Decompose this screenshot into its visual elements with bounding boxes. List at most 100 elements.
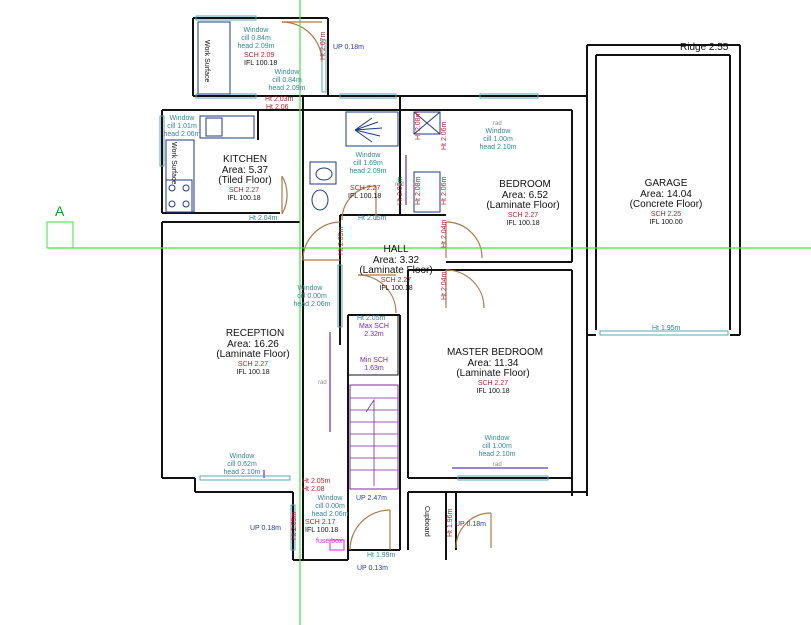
reception-area: Area: 16.26 <box>227 339 279 350</box>
ht-199: Ht 1.99m <box>367 552 396 559</box>
ht-208-b: Ht 2.08m <box>415 111 422 140</box>
window-reception-sill: cill 0.62m <box>227 461 257 468</box>
window-porch-sill: cill 0.00m <box>315 503 345 510</box>
kitchen-ifl: IFL 100.18 <box>227 195 260 202</box>
ht-porch1: Ht 2.05m <box>302 478 331 485</box>
fixtures <box>165 21 441 213</box>
room-bedroom: BEDROOM Area: 6.52 (Laminate Floor) SCH … <box>486 179 559 227</box>
garage-ridge-label: Ridge 2.55 <box>680 42 729 53</box>
master-floor: (Laminate Floor) <box>456 368 529 379</box>
window-porch-label: Window <box>318 495 344 502</box>
fuse-box-icon <box>329 539 345 551</box>
garage-area: Area: 14.04 <box>640 189 692 200</box>
ht-205-h: Ht 2.05m <box>338 226 345 255</box>
window-utility1-sill: cill 0.84m <box>241 35 271 42</box>
kitchen-sch: SCH 2.27 <box>229 187 259 194</box>
radiators <box>263 155 548 478</box>
master-sch: SCH 2.27 <box>478 380 508 387</box>
master-ifl: IFL 100.18 <box>476 388 509 395</box>
min-sch-label: Min SCH <box>360 357 388 364</box>
garage-name: GARAGE <box>645 178 688 189</box>
porch-ifl: IFL 100.18 <box>305 527 338 534</box>
rad-label-bedroom: rad <box>493 121 502 127</box>
window-kitchen-sill: cill 1.01m <box>167 123 197 130</box>
kitchen-area: Area: 5.37 <box>222 165 269 176</box>
up-013: UP 0.13m <box>357 565 388 572</box>
up-018-utility: UP 0.18m <box>333 44 364 51</box>
window-utility2-sill: cill 0.84m <box>272 77 302 84</box>
window-bedroom-head: head 2.10m <box>480 144 517 151</box>
window-utility2-head: head 2.09m <box>269 85 306 92</box>
kitchen-name: KITCHEN <box>223 154 267 165</box>
up-247: UP 2.47m <box>356 495 387 502</box>
porch-sch: SCH 2.17 <box>305 519 335 526</box>
room-garage: GARAGE Area: 14.04 (Concrete Floor) SCH … <box>630 178 703 226</box>
hall-sch: SCH 2.27 <box>381 277 411 284</box>
section-marker-label: A <box>55 203 65 219</box>
window-bathroom-sill: cill 1.69m <box>353 160 383 167</box>
window-reception-head: head 2.10m <box>224 469 261 476</box>
cupboard-label: Cupboard <box>423 506 430 537</box>
window-bedroom-label: Window <box>486 128 512 135</box>
staircase <box>347 314 399 490</box>
walls <box>161 17 741 561</box>
up-018-cupboard: UP 0.18m <box>455 521 486 528</box>
ht-208-c: Ht 2.08m <box>415 176 422 205</box>
bathroom-ifl: IFL 100.18 <box>348 193 381 200</box>
hall-floor: (Laminate Floor) <box>359 265 432 276</box>
ht-porch2: Ht 2.08 <box>302 486 325 493</box>
ht-206: Ht 2.06 <box>266 104 289 111</box>
ht-196: Ht 1.96m <box>447 508 454 537</box>
reception-ifl: IFL 100.18 <box>236 369 269 376</box>
window-master-head: head 2.10m <box>479 451 516 458</box>
ht-205-hallwin: Ht 2.05m <box>357 315 386 322</box>
window-porch-head: head 2.06m <box>312 511 349 518</box>
ht-206-b: Ht 2.06m <box>441 176 448 205</box>
reception-name: RECEPTION <box>226 328 284 339</box>
window-utility1-head: head 2.09m <box>238 43 275 50</box>
reference-lines <box>46 0 811 625</box>
ht-203: Ht 2.03m <box>265 96 294 103</box>
fuse-box-label: fuse box <box>316 538 343 545</box>
level-labels: UP 0.18m UP 2.47m UP 0.13m UP 0.18m UP 0… <box>250 44 486 572</box>
utility-ifl: IFL 100.18 <box>244 60 277 67</box>
window-reception-label: Window <box>230 453 256 460</box>
ht-204-h: Ht 2.04m <box>441 219 448 248</box>
window-bathroom-head: head 2.09m <box>350 168 387 175</box>
garage-ifl: IFL 100.00 <box>649 219 682 226</box>
utility-sch: SCH 2.09 <box>244 52 274 59</box>
window-kitchen-label: Window <box>170 115 196 122</box>
work-surface-kitchen-label: Work Surface <box>170 142 177 184</box>
room-hall: HALL Area: 3.32 (Laminate Floor) SCH 2.2… <box>359 244 432 292</box>
up-018-porch: UP 0.18m <box>250 525 281 532</box>
max-sch-label: Max SCH <box>359 323 389 330</box>
window-master-label: Window <box>485 435 511 442</box>
reception-sch: SCH 2.27 <box>238 361 268 368</box>
room-kitchen: KITCHEN Area: 5.37 (Tiled Floor) SCH 2.2… <box>218 154 272 202</box>
ht-206-v: Ht 2.06m <box>441 121 448 150</box>
doors <box>281 21 492 551</box>
window-hall-sill: cill 0.00m <box>297 293 327 300</box>
rad-label-master: rad <box>493 462 502 468</box>
bedroom-area: Area: 6.52 <box>502 190 549 201</box>
kitchen-floor: (Tiled Floor) <box>218 175 272 186</box>
ht-204-m: Ht 2.04m <box>441 271 448 300</box>
bedroom-ifl: IFL 100.18 <box>506 220 539 227</box>
window-hall-label: Window <box>298 285 324 292</box>
window-labels: Window cill 0.84m head 2.09m Window cill… <box>164 27 517 518</box>
garage-floor: (Concrete Floor) <box>630 199 703 210</box>
hall-area: Area: 3.32 <box>373 255 420 266</box>
window-bedroom-sill: cill 1.00m <box>483 136 513 143</box>
stair-sch-labels: Max SCH 2.32m Min SCH 1.63m <box>359 323 389 372</box>
room-master-bedroom: MASTER BEDROOM Area: 11.34 (Laminate Flo… <box>447 347 543 395</box>
hall-name: HALL <box>383 244 408 255</box>
window-master-sill: cill 1.00m <box>482 443 512 450</box>
reception-floor: (Laminate Floor) <box>216 349 289 360</box>
max-sch-value: 2.32m <box>364 331 384 338</box>
windows <box>159 15 729 551</box>
window-utility2-label: Window <box>275 69 301 76</box>
garage-sch: SCH 2.25 <box>651 211 681 218</box>
bathroom-sch: SCH 2.27 <box>350 185 380 192</box>
ht-207: Ht 2.07m <box>320 31 327 60</box>
